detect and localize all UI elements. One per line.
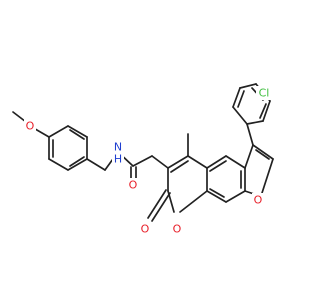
furan-double-bond xyxy=(255,149,270,160)
amide-nitrogen-label: N xyxy=(114,141,122,154)
benzyl-ch2-bond xyxy=(86,158,106,171)
methoxyphenyl-double-bond xyxy=(69,129,85,140)
bond-layer xyxy=(12,83,274,222)
amide-nh-atom: N H xyxy=(112,140,124,166)
ch2-ring-bond xyxy=(151,155,169,169)
pyranone-o-bond xyxy=(179,190,208,213)
core-bond xyxy=(206,190,227,203)
amide-oxygen-label: O xyxy=(129,179,138,192)
chlorophenyl-bond xyxy=(262,100,271,122)
amide-oxygen-atom: O xyxy=(127,178,139,192)
pyranone-double-bond xyxy=(170,160,189,173)
chlorophenyl-double-bond xyxy=(259,103,267,119)
chlorophenyl-bond xyxy=(246,120,264,125)
chlorine-atom: Cl xyxy=(256,86,273,100)
lactone-carbonyl-double-bond xyxy=(147,189,167,219)
methoxyphenyl-double-bond xyxy=(69,156,85,167)
chlorophenyl-double-bond xyxy=(237,90,245,108)
core-double-bond xyxy=(209,160,227,172)
furan-oxygen-atom: O xyxy=(252,193,264,207)
pyranone-ring-oxygen-label: O xyxy=(173,223,182,236)
lactone-carbonyl-oxygen-atom: O xyxy=(139,222,151,236)
amide-ch2-bond xyxy=(132,155,153,167)
core-bond xyxy=(225,155,246,169)
methoxyphenyl-bond xyxy=(67,158,88,171)
molecule-structure-diagram: Cl O N H O O O O xyxy=(12,83,274,236)
furan-oxygen-label: O xyxy=(254,194,263,207)
chlorine-label: Cl xyxy=(259,87,270,100)
methoxyphenyl-bond xyxy=(67,125,88,138)
core-double-bond xyxy=(209,188,225,198)
methoxyphenyl-bond xyxy=(48,158,69,171)
chlorophenyl-link-bond xyxy=(246,123,254,146)
furan-bond xyxy=(244,144,254,169)
lactone-carbonyl-oxygen-label: O xyxy=(141,223,150,236)
core-bond xyxy=(225,190,246,203)
methoxy-oxygen-label: O xyxy=(26,120,35,133)
chlorophenyl-bond xyxy=(239,83,257,89)
atom-label-layer: Cl O N H O O O O xyxy=(24,86,273,236)
methoxy-oxygen-atom: O xyxy=(24,119,36,133)
lactone-carbonyl-double-bond xyxy=(151,192,171,222)
pyranone-bond xyxy=(187,155,208,169)
chlorophenyl-bond xyxy=(232,106,248,125)
furan-bond xyxy=(252,144,274,160)
chlorophenyl-bond xyxy=(232,87,241,108)
pyranone-ring-oxygen-atom: O xyxy=(171,222,183,236)
amide-hydrogen-label: H xyxy=(114,153,122,166)
methoxyphenyl-bond xyxy=(48,125,69,138)
pyranone-double-bond xyxy=(167,155,189,169)
core-bond xyxy=(206,155,227,169)
furan-bond xyxy=(261,158,274,194)
